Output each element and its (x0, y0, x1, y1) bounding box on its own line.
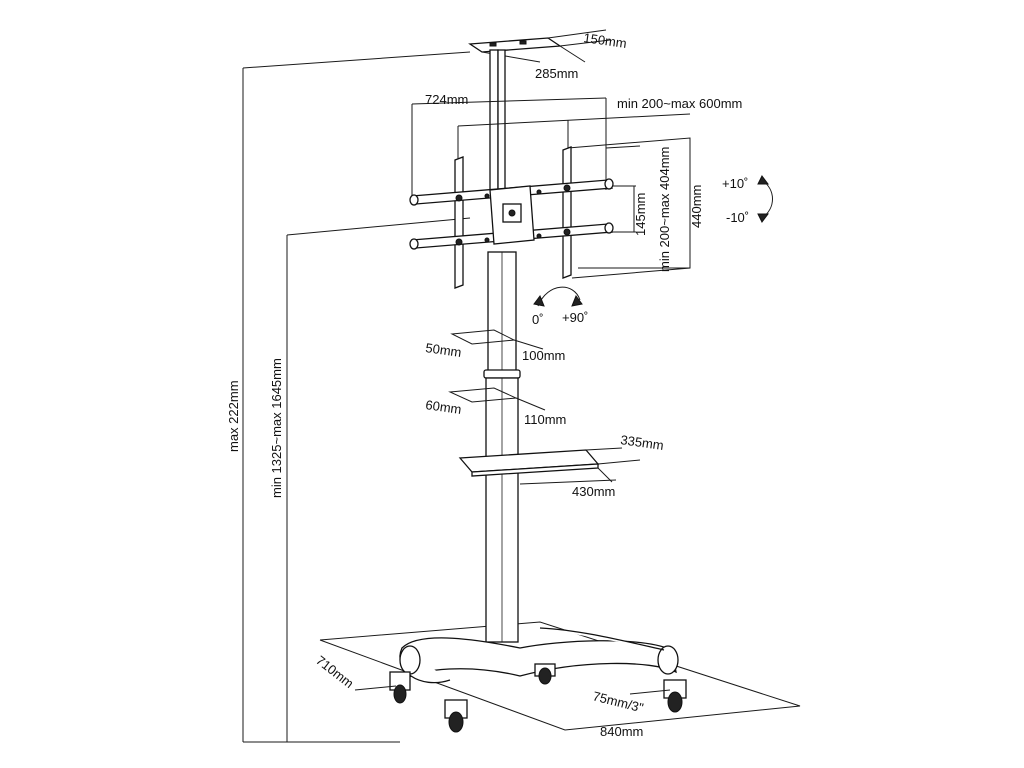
upper-section-callout (450, 329, 544, 350)
base-frame (399, 627, 679, 684)
tilt-up-label: +10˚ (722, 176, 748, 191)
caster-back (534, 663, 556, 685)
display-bracket (409, 146, 614, 289)
shelf-width-label: 430mm (572, 484, 615, 499)
bracket-height-label: 440mm (689, 185, 704, 228)
bracket-width-dimension (411, 97, 691, 196)
shelf (458, 447, 641, 485)
rotation-start-label: 0˚ (532, 312, 544, 327)
vesa-horizontal-label: min 200~max 600mm (617, 96, 742, 111)
vesa-vertical-label: min 200~max 404mm (657, 147, 672, 272)
top-plate-width-label: 285mm (535, 66, 578, 81)
height-range-label: min 1325~max 1645mm (269, 358, 284, 498)
camera-mast (489, 49, 506, 196)
tilt-down-label: -10˚ (726, 210, 749, 225)
floor-footprint (319, 621, 801, 731)
height-range-dimension (243, 217, 471, 743)
bracket-width-label: 724mm (425, 92, 468, 107)
arm-spacing-label: 145mm (633, 193, 648, 236)
lower-pole-depth-label: 60mm (425, 397, 463, 417)
max-height-dimension (242, 51, 471, 742)
caster-front-left (389, 671, 411, 704)
rotation-arrow-icon (533, 286, 583, 307)
upper-pole-depth-label: 50mm (425, 340, 463, 360)
lower-pole-width-label: 110mm (524, 412, 566, 427)
tilt-arrow-icon (757, 175, 773, 223)
caster-dimension (629, 689, 671, 695)
upper-pole-width-label: 100mm (522, 348, 565, 363)
base-depth-dimension (354, 685, 397, 691)
lower-section-callout (448, 387, 546, 411)
vesa-vertical-frame (567, 137, 691, 279)
shelf-depth-label: 335mm (620, 432, 665, 453)
caster-right (663, 679, 687, 713)
base-depth-label: 710mm (313, 653, 356, 692)
max-height-label: max 222mm (226, 380, 241, 452)
top-plate-depth-label: 150mm (583, 30, 628, 51)
base-width-label: 840mm (600, 724, 643, 739)
caster-front (444, 699, 468, 733)
lower-pole (485, 377, 519, 643)
pole-collar (483, 369, 521, 379)
upper-pole (487, 251, 517, 373)
caster-size-label: 75mm/3" (591, 688, 645, 715)
rotation-end-label: +90˚ (562, 310, 588, 325)
